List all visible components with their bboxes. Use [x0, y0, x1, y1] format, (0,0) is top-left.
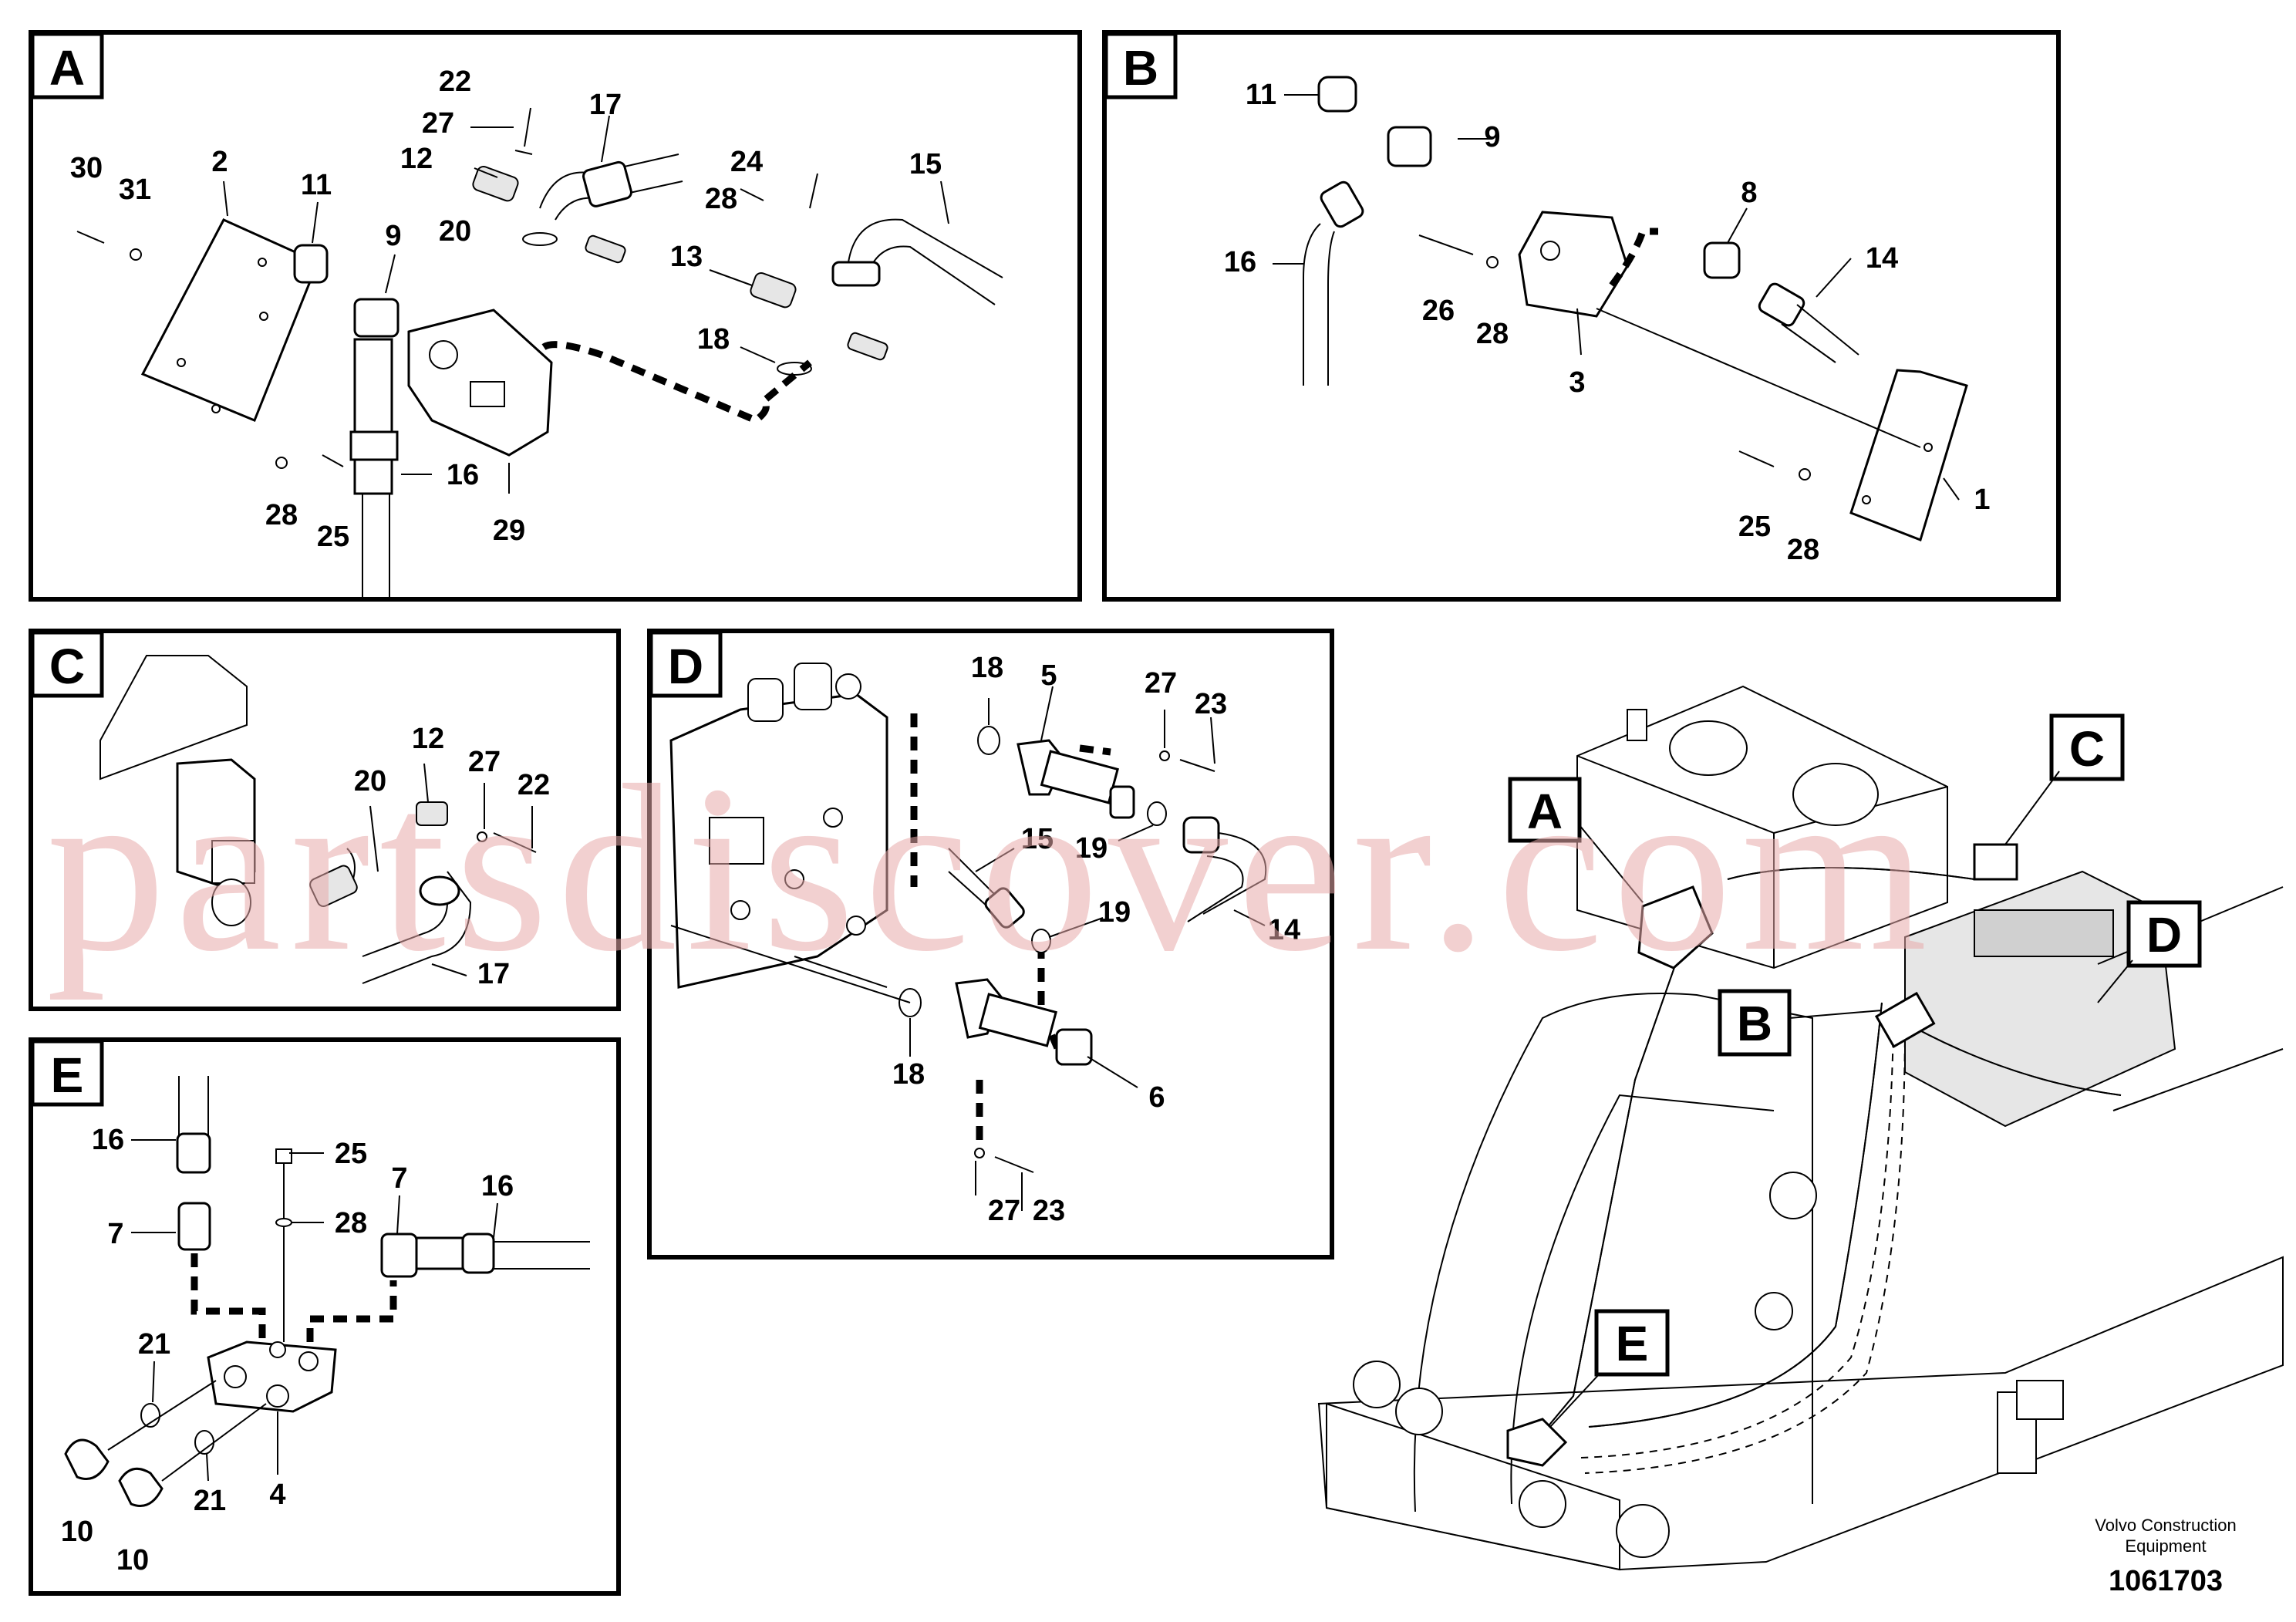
callout-15: 15 [1021, 823, 1054, 855]
callout-14: 14 [1268, 914, 1300, 946]
callout-9: 9 [385, 220, 401, 252]
callout-25: 25 [317, 521, 349, 553]
overview-label-e: E [1616, 1316, 1649, 1371]
callout-19: 19 [1075, 832, 1108, 865]
callout-6: 6 [1148, 1081, 1165, 1114]
panel-d: D [647, 629, 1334, 1259]
callout-16b: 16 [481, 1170, 514, 1202]
hose [353, 338, 393, 495]
callout-18: 18 [697, 323, 730, 356]
machine-overview: A C D B E [1317, 685, 2284, 1571]
callout-27: 27 [422, 107, 454, 140]
panel-b-label: B [1123, 40, 1158, 96]
panel-e-label: E [51, 1047, 84, 1103]
drawing-number: 1061703 [2109, 1565, 2223, 1597]
panel-b: B 11 9 8 14 [1102, 30, 2061, 602]
callout-16: 16 [92, 1124, 124, 1156]
callout-21b: 21 [194, 1485, 226, 1517]
panel-a-label: A [49, 40, 85, 96]
plug [64, 1438, 110, 1480]
callout-20: 20 [354, 765, 386, 798]
company-line-2: Equipment [2125, 1536, 2206, 1556]
callout-17: 17 [477, 958, 510, 990]
callout-10b: 10 [116, 1544, 149, 1576]
callout-11: 11 [1246, 79, 1276, 111]
callout-7: 7 [391, 1162, 407, 1195]
elbow-fitting [1387, 126, 1432, 167]
callout-10: 10 [61, 1516, 93, 1548]
callout-23: 23 [1195, 688, 1227, 720]
callout-28: 28 [1476, 318, 1509, 350]
callout-12: 12 [412, 723, 444, 755]
callout-2: 2 [211, 146, 228, 178]
callout-16: 16 [1224, 246, 1256, 278]
panel-e: E [29, 1037, 621, 1596]
callout-28b: 28 [265, 499, 298, 531]
callout-15: 15 [909, 148, 942, 180]
footer: Volvo Construction Equipment 1061703 [2095, 1516, 2236, 1597]
callout-13: 13 [670, 241, 703, 273]
callout-27b: 27 [988, 1195, 1020, 1227]
callout-5: 5 [1040, 659, 1057, 692]
company-line-1: Volvo Construction [2095, 1516, 2236, 1535]
overview-label-b: B [1737, 996, 1772, 1051]
callout-22: 22 [439, 66, 471, 98]
callout-29: 29 [493, 514, 525, 547]
callout-31: 31 [119, 174, 151, 206]
callout-8: 8 [1741, 177, 1757, 209]
callout-27: 27 [1145, 667, 1177, 700]
cover-plate [1849, 369, 1968, 541]
callout-27: 27 [468, 746, 501, 778]
callout-12: 12 [400, 143, 433, 175]
callout-9: 9 [1484, 121, 1500, 153]
adapter-fitting [177, 1202, 211, 1251]
callout-22: 22 [518, 769, 550, 801]
panel-d-label: D [668, 639, 703, 694]
panel-c-label: C [49, 639, 85, 694]
callout-25: 25 [335, 1138, 367, 1170]
distribution-block [1518, 211, 1629, 318]
callout-21: 21 [138, 1328, 170, 1361]
callout-28: 28 [335, 1207, 367, 1239]
callout-1: 1 [1974, 484, 1990, 516]
callout-4: 4 [269, 1479, 285, 1511]
callout-14: 14 [1866, 242, 1898, 275]
panel-a: A [29, 30, 1082, 602]
callout-20: 20 [439, 215, 471, 248]
panel-c: C 12 20 27 22 17 [29, 629, 621, 1011]
callout-30: 30 [70, 152, 103, 184]
callout-16: 16 [447, 459, 479, 491]
callout-28: 28 [705, 183, 737, 215]
elbow-fitting [353, 298, 400, 338]
callout-11: 11 [301, 169, 332, 201]
watermark: partsdiscover.com [46, 737, 1937, 1001]
callout-17: 17 [589, 89, 622, 121]
callout-26: 26 [1422, 295, 1455, 327]
callout-7b: 7 [107, 1218, 123, 1250]
callout-3: 3 [1569, 366, 1585, 399]
overview-label-a: A [1527, 784, 1563, 839]
callout-25: 25 [1738, 511, 1771, 543]
overview-label-c: C [2069, 721, 2105, 777]
callout-23b: 23 [1033, 1195, 1065, 1227]
plug [118, 1467, 164, 1507]
callout-18b: 18 [892, 1058, 925, 1091]
overview-label-d: D [2146, 907, 2182, 963]
nut [1317, 76, 1357, 113]
callout-19b: 19 [1098, 896, 1131, 929]
callout-18: 18 [971, 652, 1003, 684]
callout-28b: 28 [1787, 534, 1819, 566]
callout-24: 24 [730, 146, 763, 178]
nut [293, 244, 329, 284]
mounting-plate [140, 218, 319, 422]
